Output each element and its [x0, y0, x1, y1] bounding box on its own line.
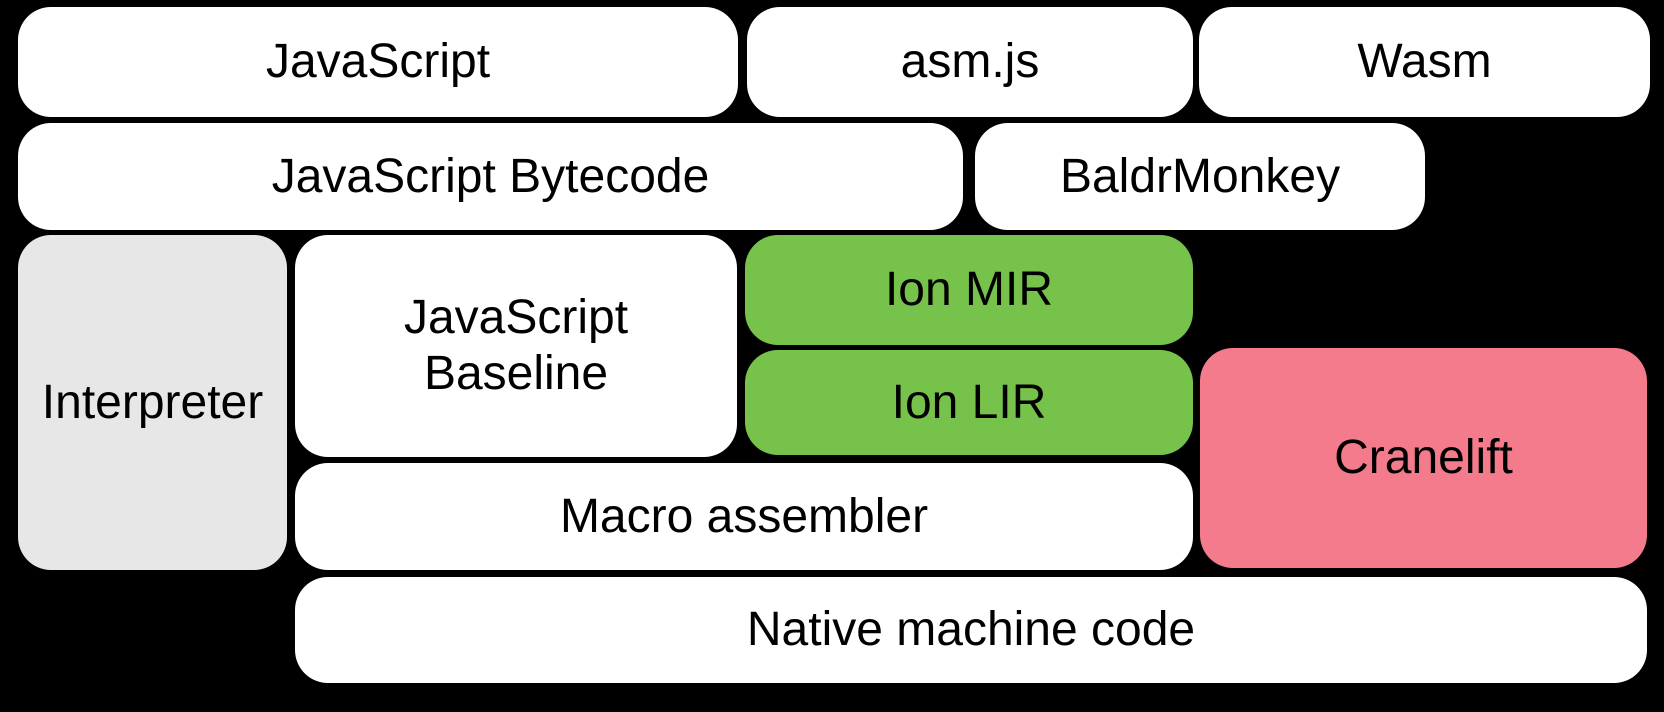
box-javascript-bytecode: JavaScript Bytecode	[18, 123, 963, 230]
box-native-machine-code-label: Native machine code	[746, 603, 1196, 657]
box-wasm: Wasm	[1199, 7, 1650, 117]
box-asmjs: asm.js	[747, 7, 1193, 117]
box-ion-lir: Ion LIR	[745, 350, 1193, 455]
box-cranelift-label: Cranelift	[1334, 431, 1513, 485]
box-ion-mir: Ion MIR	[745, 235, 1193, 345]
box-javascript-bytecode-label: JavaScript Bytecode	[271, 149, 710, 203]
box-macro-assembler-label: Macro assembler	[559, 489, 929, 543]
box-baldrmonkey-label: BaldrMonkey	[1059, 149, 1341, 203]
box-interpreter: Interpreter	[18, 235, 287, 570]
box-ion-mir-label: Ion MIR	[884, 263, 1054, 317]
box-javascript-label: JavaScript	[265, 35, 491, 89]
box-macro-assembler: Macro assembler	[295, 463, 1193, 570]
box-wasm-label: Wasm	[1357, 35, 1492, 89]
box-cranelift: Cranelift	[1200, 348, 1647, 568]
box-native-machine-code: Native machine code	[295, 577, 1647, 683]
box-baldrmonkey: BaldrMonkey	[975, 123, 1425, 230]
box-ion-lir-label: Ion LIR	[891, 375, 1047, 429]
box-asmjs-label: asm.js	[900, 35, 1040, 89]
box-javascript-baseline: JavaScript Baseline	[295, 235, 737, 457]
box-javascript: JavaScript	[18, 7, 738, 117]
box-interpreter-label: Interpreter	[41, 375, 264, 429]
box-javascript-baseline-label: JavaScript Baseline	[403, 291, 629, 400]
